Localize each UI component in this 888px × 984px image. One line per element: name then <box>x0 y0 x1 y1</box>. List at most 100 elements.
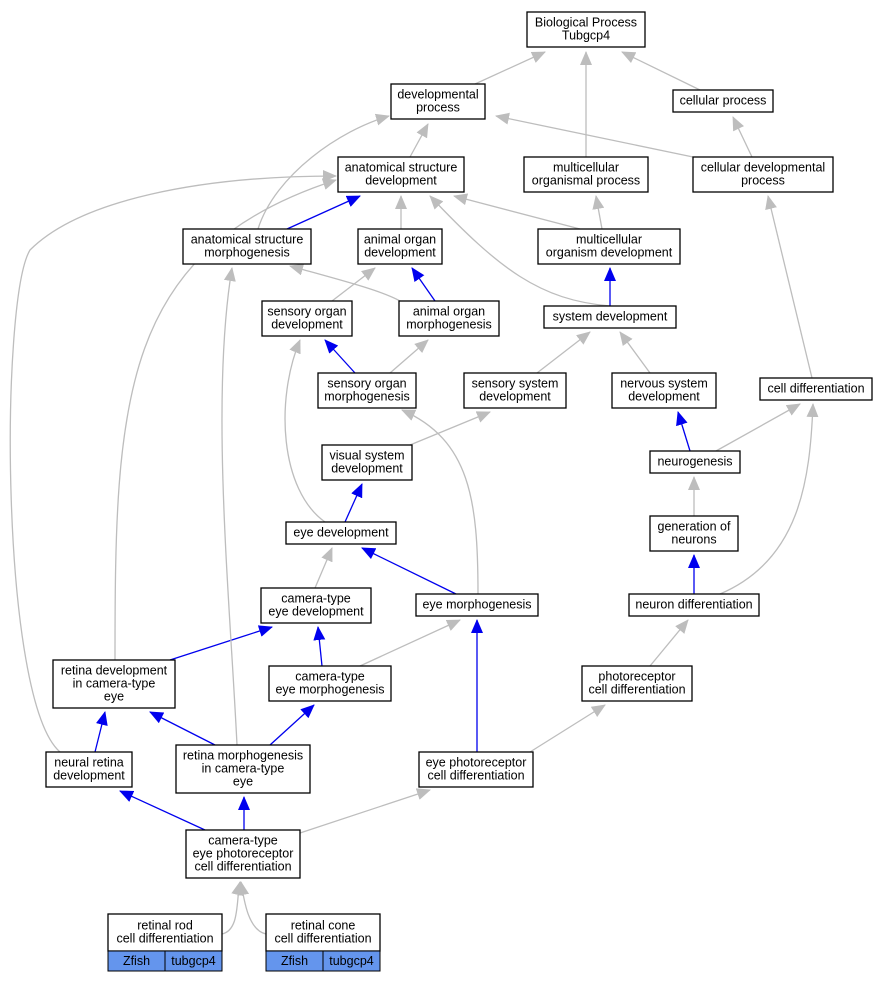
node-label-line: development <box>271 318 343 332</box>
edge-asm-to-devproc <box>257 113 390 230</box>
edge-rmcte-to-asm <box>221 267 238 746</box>
gene-cell[interactable] <box>322 950 381 972</box>
go-term-node-neurog[interactable]: neurogenesis <box>649 450 741 474</box>
node-box <box>649 515 739 552</box>
edge-som-to-aom <box>389 339 429 374</box>
node-label-line: eye development <box>293 526 389 540</box>
gene-cell[interactable] <box>164 950 223 972</box>
node-label-line: photoreceptor <box>598 670 675 684</box>
node-label-line: animal organ <box>413 305 485 319</box>
node-label-line: cell differentiation <box>274 932 371 946</box>
edge-celldiff-to-cdp <box>765 195 813 379</box>
edge-som-to-sod <box>324 339 356 374</box>
node-label-line: development <box>53 769 125 783</box>
node-label-line: eye development <box>268 605 364 619</box>
edge-eyedev-to-sod <box>284 339 326 523</box>
node-label-line: nervous system <box>620 377 708 391</box>
node-label-line: cell differentiation <box>427 769 524 783</box>
node-label-line: eye photoreceptor <box>426 756 527 770</box>
node-label-line: eye <box>233 775 253 789</box>
edge-prcd-to-neurdiff <box>649 619 689 667</box>
node-label-line: eye photoreceptor <box>193 847 294 861</box>
node-label-line: camera-type <box>281 592 351 606</box>
node-box <box>526 11 646 48</box>
node-label-line: development <box>628 390 700 404</box>
node-box <box>415 593 539 617</box>
node-label-line: neurons <box>671 533 716 547</box>
go-term-node-cellproc[interactable]: cellular process <box>672 89 774 113</box>
edge-rmcte-to-rdcte <box>149 711 216 746</box>
node-label-line: morphogenesis <box>324 390 409 404</box>
node-label-line: multicellular <box>553 161 619 175</box>
go-term-node-sysdev[interactable]: system development <box>543 305 677 329</box>
edge-asm-to-asd <box>286 195 361 230</box>
edge-nrd-to-rdcte <box>94 711 108 753</box>
node-label-line: cell differentiation <box>116 932 213 946</box>
node-label-line: cell differentiation <box>194 860 291 874</box>
node-label-line: morphogenesis <box>204 246 289 260</box>
node-label-line: cellular developmental <box>701 161 825 175</box>
node-label-line: process <box>416 101 460 115</box>
edge-rdcte-to-asd <box>114 178 337 661</box>
node-label-line: development <box>479 390 551 404</box>
node-label-line: in camera-type <box>73 677 156 691</box>
node-label-line: Biological Process <box>535 16 637 30</box>
node-box <box>337 156 465 193</box>
edge-neurog-to-nsd <box>676 411 691 452</box>
edge-ctem-to-eyemorph <box>359 619 461 667</box>
node-box <box>463 372 567 409</box>
node-label-line: cell differentiation <box>588 683 685 697</box>
node-box <box>260 587 372 624</box>
edge-rccd-to-ctepcd <box>237 881 267 935</box>
node-box <box>357 228 443 265</box>
node-label-line: neurogenesis <box>657 455 732 469</box>
edge-mod-to-asd <box>453 193 581 230</box>
edge-nsd-to-sysdev <box>619 331 651 374</box>
node-box <box>185 829 301 879</box>
node-box <box>692 156 834 193</box>
node-label-line: cellular process <box>680 94 767 108</box>
go-term-node-celldiff[interactable]: cell differentiation <box>759 377 873 401</box>
node-label-line: anatomical structure <box>191 233 304 247</box>
go-term-node-eyedev[interactable]: eye development <box>285 521 397 545</box>
edge-vsd-to-ssd <box>409 411 491 446</box>
node-label-line: neural retina <box>54 756 124 770</box>
node-box <box>261 300 353 337</box>
edge-cellproc-to-bp <box>621 51 701 91</box>
node-label-line: development <box>365 174 437 188</box>
node-box <box>418 751 534 788</box>
go-term-node-eyemorph[interactable]: eye morphogenesis <box>415 593 539 617</box>
go-term-node-neurdiff[interactable]: neuron differentiation <box>628 593 760 617</box>
edge-ctepcd-to-nrd <box>119 790 206 831</box>
edge-ctepcd-to-epcd <box>299 788 431 834</box>
edge-ctem-to-cted <box>313 626 326 667</box>
node-label-line: eye morphogenesis <box>275 683 384 697</box>
